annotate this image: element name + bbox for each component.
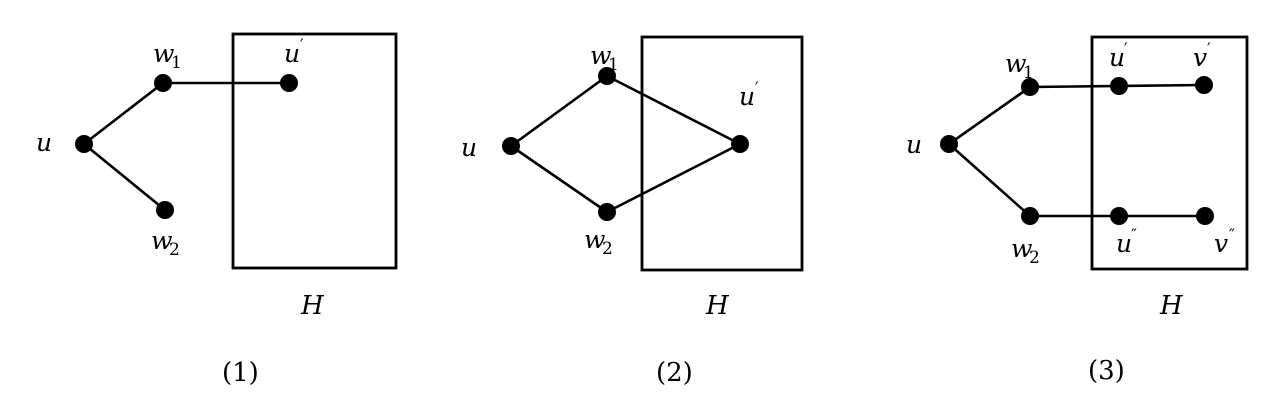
label-uprime-mark: ′ xyxy=(1124,39,1128,58)
node-uprime xyxy=(731,135,749,153)
label-w2: w xyxy=(1011,234,1032,263)
node-u xyxy=(75,135,93,153)
label-w1-sub: 1 xyxy=(171,53,182,73)
label-vprime: v xyxy=(1193,43,1207,72)
label-uprime-mark: ′ xyxy=(755,78,759,97)
edge-w1-uprime xyxy=(606,74,741,146)
label-w1-sub: 1 xyxy=(608,55,619,75)
node-uprime xyxy=(280,74,298,92)
node-w1 xyxy=(1021,78,1039,96)
caption-1: (1) xyxy=(222,358,259,388)
node-w2 xyxy=(598,203,616,221)
label-w1: w xyxy=(590,41,611,70)
node-vprime xyxy=(1195,76,1213,94)
label-vprime-mark: ′ xyxy=(1207,39,1211,58)
edge-u-w1 xyxy=(510,74,608,148)
label-uprime: u xyxy=(284,39,300,68)
caption-2: (2) xyxy=(656,358,693,388)
node-u xyxy=(940,135,958,153)
label-H-3: H xyxy=(1159,291,1184,321)
subgraph-h-box-1 xyxy=(231,32,398,270)
label-w2-sub: 2 xyxy=(169,240,180,260)
node-w1 xyxy=(598,67,616,85)
label-w1: w xyxy=(1005,49,1026,78)
panel-3: u w 1 w 2 u ′ v ′ u ″ v ″ H (3) xyxy=(906,35,1249,386)
node-uprime xyxy=(1110,77,1128,95)
label-udprime: u xyxy=(1116,229,1132,258)
subgraph-h-box-2 xyxy=(640,35,804,272)
node-w2 xyxy=(156,201,174,219)
label-u: u xyxy=(906,130,922,159)
node-w2 xyxy=(1021,207,1039,225)
label-u: u xyxy=(461,133,477,162)
label-u: u xyxy=(36,128,52,157)
caption-3: (3) xyxy=(1088,356,1125,386)
label-w2: w xyxy=(151,226,172,255)
label-w2-sub: 2 xyxy=(602,239,613,259)
panel-1: u w 1 w 2 u ′ H (1) xyxy=(36,32,398,388)
node-u xyxy=(502,137,520,155)
label-vdprime: v xyxy=(1214,229,1228,258)
edge-u-w2 xyxy=(948,143,1031,217)
label-udprime-mark: ″ xyxy=(1131,225,1137,244)
label-w1-sub: 1 xyxy=(1023,63,1034,83)
edge-u-w1 xyxy=(948,85,1031,146)
label-w2: w xyxy=(584,225,605,254)
label-vdprime-mark: ″ xyxy=(1229,225,1235,244)
node-udprime xyxy=(1110,207,1128,225)
label-uprime-mark: ′ xyxy=(300,35,304,54)
panel-2: u w 1 w 2 u ′ H (2) xyxy=(461,35,804,388)
edge-u-w2 xyxy=(83,142,166,212)
label-uprime: u xyxy=(1109,43,1125,72)
node-vdprime xyxy=(1196,207,1214,225)
label-H-1: H xyxy=(300,291,325,321)
label-uprime: u xyxy=(739,82,755,111)
edge-u-w2 xyxy=(510,144,608,214)
subgraph-h-box-3 xyxy=(1090,35,1249,271)
node-w1 xyxy=(154,74,172,92)
edge-u-w1 xyxy=(83,81,164,146)
label-w2-sub: 2 xyxy=(1029,248,1040,268)
label-w1: w xyxy=(153,39,174,68)
edge-w2-uprime xyxy=(606,142,741,214)
label-H-2: H xyxy=(705,291,730,321)
